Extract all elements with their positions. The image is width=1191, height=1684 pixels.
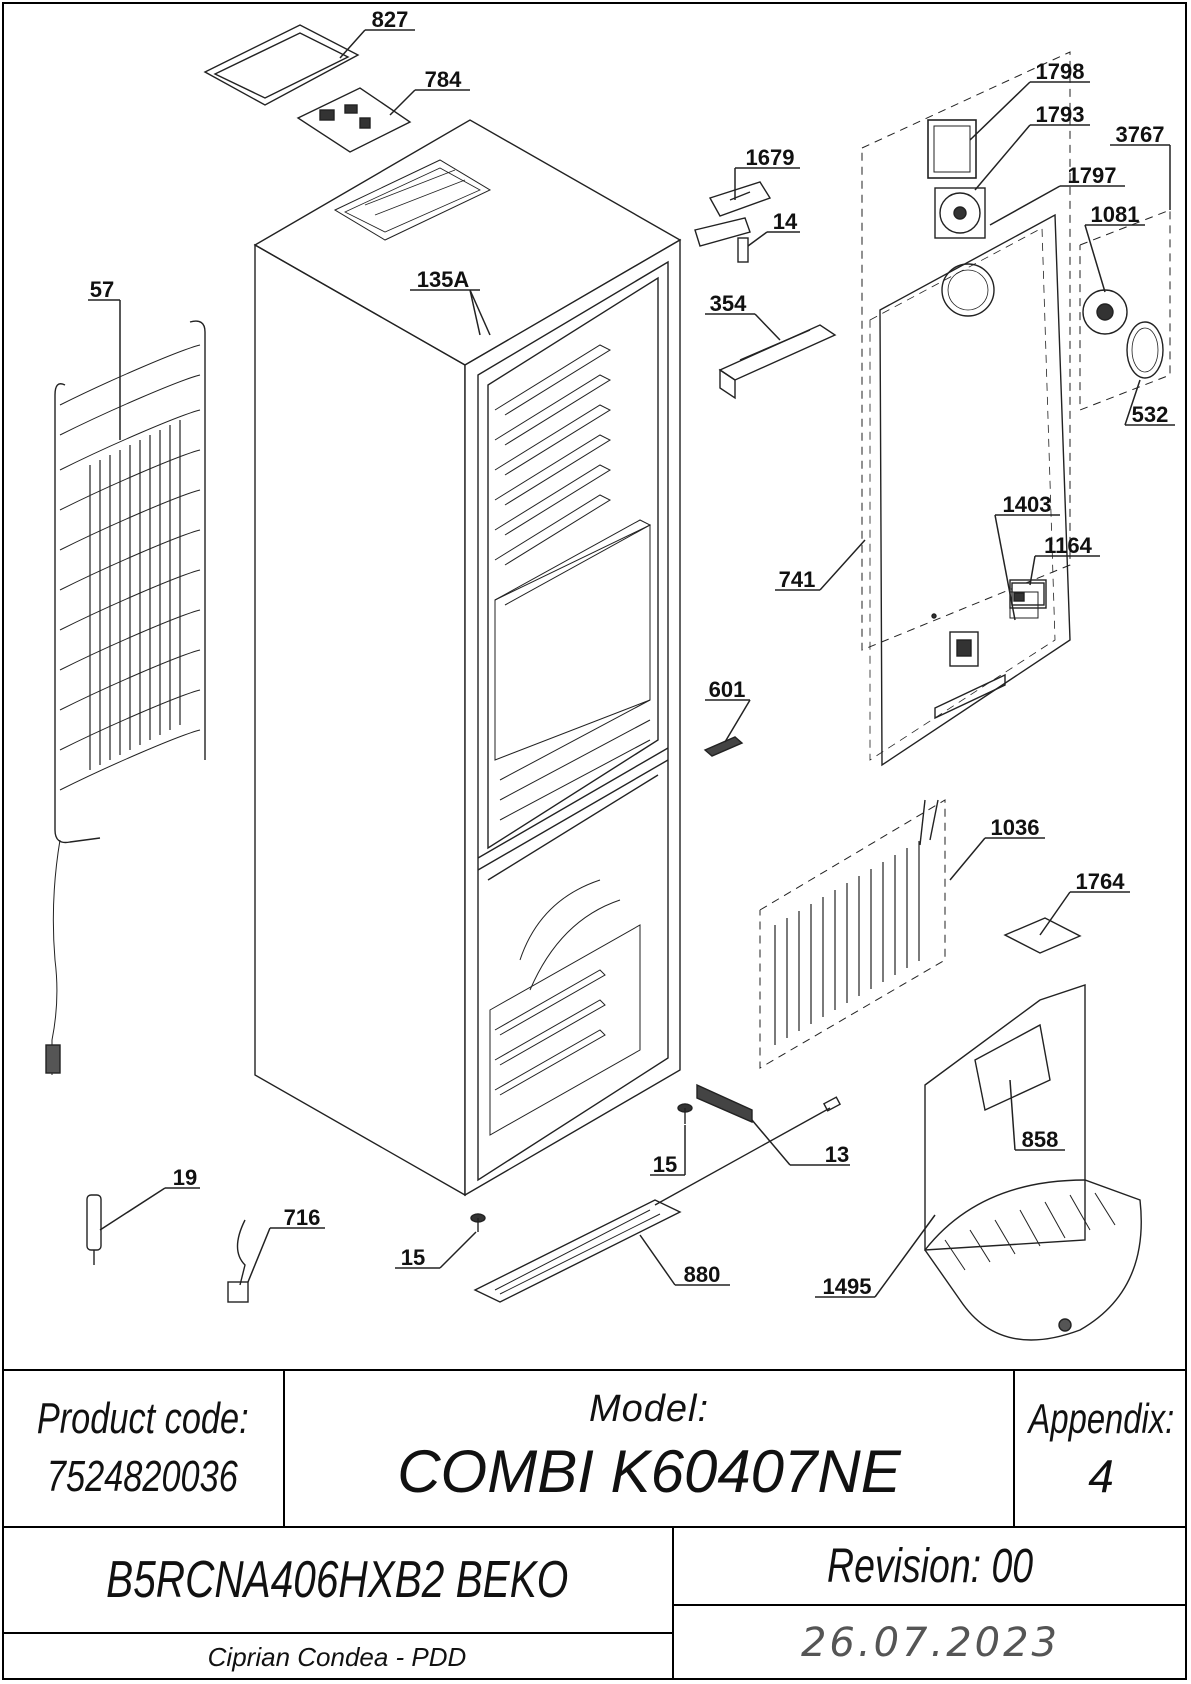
callout-1798: 1798 — [1036, 59, 1085, 84]
part-19-sensor — [86, 1194, 102, 1265]
callout-1081: 1081 — [1091, 202, 1140, 227]
callout-19: 19 — [173, 1165, 197, 1190]
product-code-label: Product code: — [36, 1393, 249, 1443]
part-15-foot-front — [470, 1213, 486, 1232]
part-858-duct — [974, 1023, 1051, 1112]
callout-601: 601 — [709, 677, 746, 702]
part-601-latch — [703, 736, 744, 757]
part-14-hinge — [694, 217, 751, 263]
part-3767-heater-group — [1079, 209, 1171, 411]
author-cell: Ciprian Condea - PDD — [2, 1634, 674, 1680]
callout-14: 14 — [773, 209, 798, 234]
leader-lines — [88, 29, 1175, 1298]
callout-3767: 3767 — [1116, 122, 1165, 147]
title-block-top-rule — [2, 1369, 1187, 1371]
part-716-cable — [227, 1219, 249, 1303]
callout-784: 784 — [425, 67, 462, 92]
variant-cell: B5RCNA406HXB2 BEKO — [2, 1528, 674, 1634]
callout-15-rear: 15 — [653, 1152, 677, 1177]
appendix-value: 4 — [1088, 1449, 1114, 1502]
callout-532: 532 — [1132, 402, 1169, 427]
callout-1403: 1403 — [1003, 492, 1052, 517]
product-code-cell: Product code: 7524820036 — [2, 1371, 285, 1526]
part-1495-cover — [924, 984, 1142, 1341]
revision-cell: Revision: 00 — [674, 1528, 1187, 1606]
part-880-heater — [473, 1096, 842, 1303]
part-1679-hinge-cover — [708, 181, 772, 217]
part-1798-frame — [927, 119, 977, 179]
callout-labels: 827 784 1679 14 354 1798 1793 1797 3767 … — [90, 7, 1169, 1299]
cabinet-body — [253, 119, 682, 1197]
part-354-bracket — [718, 324, 837, 400]
callout-880: 880 — [684, 1262, 721, 1287]
callout-827: 827 — [372, 7, 409, 32]
callout-741: 741 — [779, 567, 816, 592]
callout-13: 13 — [825, 1142, 849, 1167]
part-15-foot — [677, 1103, 693, 1124]
callout-1764: 1764 — [1076, 869, 1126, 894]
callout-15-front: 15 — [401, 1245, 425, 1270]
part-57-condenser — [45, 320, 206, 1075]
part-784-pcb — [296, 87, 412, 153]
model-value: COMBI K60407NE — [397, 1437, 901, 1505]
model-label: Model: — [588, 1387, 710, 1430]
product-code-value: 7524820036 — [47, 1451, 238, 1501]
callout-716: 716 — [284, 1205, 321, 1230]
callout-57: 57 — [90, 277, 114, 302]
part-1036-evaporator — [759, 799, 946, 1069]
title-block-mid-rule — [2, 1526, 1187, 1528]
part-532-ring — [1126, 321, 1164, 379]
fan-assembly-group — [861, 51, 1071, 651]
callout-1164: 1164 — [1044, 533, 1092, 558]
variant-value: B5RCNA406HXB2 BEKO — [105, 1551, 569, 1609]
callout-858: 858 — [1022, 1127, 1059, 1152]
callout-135a: 135A — [417, 267, 470, 292]
model-cell: Model: COMBI K60407NE — [285, 1371, 1015, 1526]
date-cell: 26.07.2023 — [674, 1606, 1187, 1680]
appendix-label: Appendix: — [1028, 1394, 1174, 1442]
callout-1495: 1495 — [823, 1274, 872, 1299]
part-741-back-panel — [869, 213, 1071, 767]
date-value: 26.07.2023 — [800, 1620, 1061, 1666]
part-827-cover — [203, 24, 360, 106]
callout-354: 354 — [710, 291, 747, 316]
callout-1797: 1797 — [1068, 163, 1117, 188]
callout-1036: 1036 — [991, 815, 1040, 840]
author-value: Ciprian Condea - PDD — [207, 1641, 467, 1672]
appendix-cell: Appendix: 4 — [1015, 1371, 1187, 1526]
part-13-bottom-hinge — [696, 1083, 753, 1124]
revision-value: Revision: 00 — [827, 1539, 1034, 1593]
callout-1793: 1793 — [1036, 102, 1085, 127]
part-1764-label — [1003, 917, 1082, 954]
exploded-view-diagram: 827 784 1679 14 354 1798 1793 1797 3767 … — [45, 7, 1175, 1341]
callout-1679: 1679 — [746, 145, 795, 170]
part-1793-fan — [934, 187, 986, 239]
